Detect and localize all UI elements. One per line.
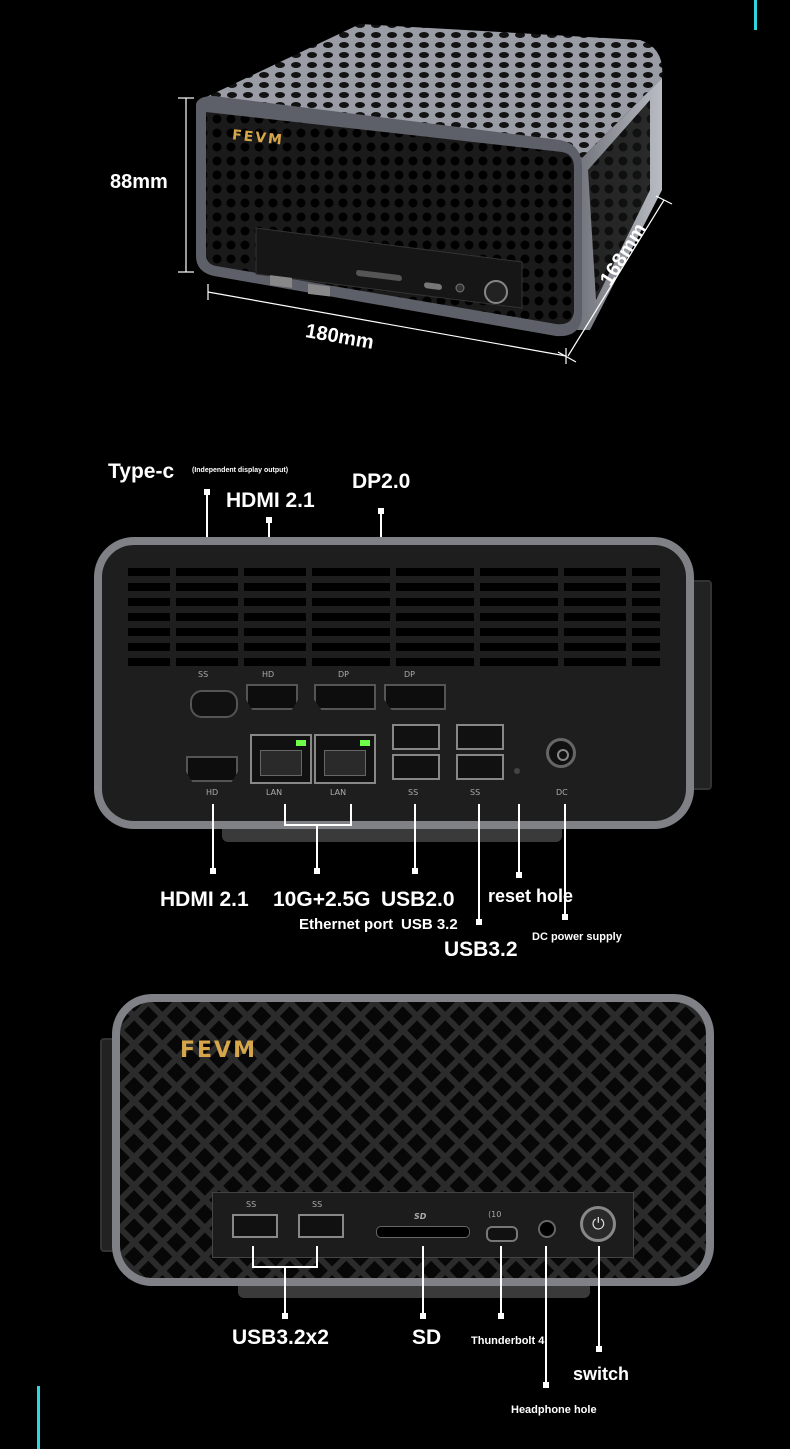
- port-lan-right: [314, 734, 376, 784]
- leader-dot-front-usb: [282, 1313, 288, 1319]
- front-port-usb-1: [232, 1214, 278, 1238]
- lan-led-right: [360, 740, 370, 746]
- front-port-usb-2: [298, 1214, 344, 1238]
- leader-line-front-headphone: [545, 1246, 547, 1384]
- front-port-label-usb-left: SS: [246, 1200, 257, 1209]
- port-dp-right: [384, 684, 446, 710]
- leader-dot-reset: [516, 872, 522, 878]
- port-label-lan-right: LAN: [330, 788, 347, 797]
- callout-type-c-note: (Independent display output): [192, 467, 289, 474]
- front-port-label-sd: SD: [414, 1212, 427, 1221]
- callout-dc: DC power supply: [532, 931, 622, 943]
- port-label-dp-left: DP: [338, 670, 349, 679]
- lan-jack-right: [324, 750, 366, 776]
- port-type-c: [190, 690, 238, 718]
- leader-dot-usb32: [476, 919, 482, 925]
- port-usb-a-2: [392, 754, 440, 780]
- leader-dot-dp: [378, 508, 384, 514]
- leader-dot-dc: [562, 914, 568, 920]
- callout-front-switch: switch: [573, 1364, 630, 1384]
- port-hdmi-bottom: [186, 756, 238, 782]
- product-3d-illustration: [178, 24, 673, 364]
- callout-hdmi-bottom: HDMI 2.1: [160, 888, 249, 911]
- port-dc-pin: [557, 749, 569, 761]
- port-lan-left: [250, 734, 312, 784]
- callout-front-thunderbolt: Thunderbolt 4: [471, 1335, 545, 1347]
- front-port-sd: [376, 1226, 470, 1238]
- leader-dot-lan: [314, 868, 320, 874]
- lan-jack-left: [260, 750, 302, 776]
- leader-dot-front-tb: [498, 1313, 504, 1319]
- leader-line-front-sd: [422, 1246, 424, 1314]
- callout-usb32: USB3.2: [444, 938, 518, 961]
- leader-bracket-lan-left: [284, 804, 286, 826]
- front-port-label-usb-right: SS: [312, 1200, 323, 1209]
- port-usb-a-1: [392, 724, 440, 750]
- leader-dot-front-sd: [420, 1313, 426, 1319]
- port-label-lan-left: LAN: [266, 788, 283, 797]
- leader-dot-hdmi-top: [266, 517, 272, 523]
- callout-lan: 10G+2.5G: [273, 888, 371, 911]
- leader-line-dc: [564, 804, 566, 918]
- lan-led-left: [296, 740, 306, 746]
- callout-reset: reset hole: [488, 886, 574, 906]
- leader-line-hdmi-bottom: [212, 804, 214, 870]
- port-label-dp-right: DP: [404, 670, 415, 679]
- callout-front-sd: SD: [412, 1326, 442, 1349]
- power-icon: ⏻: [592, 1214, 605, 1233]
- reset-hole: [514, 768, 520, 774]
- port-hdmi-top: [246, 684, 298, 710]
- leader-line-front-tb: [500, 1246, 502, 1314]
- rear-vent-grille: [128, 568, 660, 666]
- callout-lan-sub: Ethernet port: [299, 916, 394, 933]
- port-label-usb-left: SS: [408, 788, 419, 797]
- leader-dot-hdmi-bottom: [210, 868, 216, 874]
- port-usb-a-4: [456, 754, 504, 780]
- front-logo: FEVM: [180, 1038, 257, 1063]
- port-label-hdmi-bottom: HD: [206, 788, 219, 797]
- port-usb-a-3: [456, 724, 504, 750]
- callout-usb20-sub: USB 3.2: [401, 916, 458, 933]
- accent-line-bottom-left: [37, 1386, 40, 1449]
- leader-line-reset: [518, 804, 520, 874]
- leader-line-lan: [316, 824, 318, 870]
- callout-hdmi-top: HDMI 2.1: [226, 489, 315, 512]
- dimension-height: 88mm: [110, 171, 168, 193]
- leader-line-usb20: [414, 804, 416, 870]
- callout-type-c: Type-c: [108, 460, 175, 483]
- callout-usb20: USB2.0: [381, 888, 455, 911]
- front-port-thunderbolt: [486, 1226, 518, 1242]
- port-label-dc: DC: [556, 788, 568, 797]
- port-dp-left: [314, 684, 376, 710]
- leader-bracket-front-usb-right: [316, 1246, 318, 1268]
- leader-dot-usb20: [412, 868, 418, 874]
- front-port-label-tb: ⟨10: [488, 1210, 502, 1219]
- callout-front-headphone: Headphone hole: [511, 1404, 597, 1416]
- callout-dp: DP2.0: [352, 470, 411, 493]
- leader-line-front-usb: [284, 1266, 286, 1314]
- leader-dot-front-switch: [596, 1346, 602, 1352]
- port-label-type-c: SS: [198, 670, 209, 679]
- port-dc: [546, 738, 576, 768]
- callout-front-usb: USB3.2x2: [232, 1326, 329, 1349]
- leader-dot-front-headphone: [543, 1382, 549, 1388]
- leader-dot-type-c: [204, 489, 210, 495]
- leader-line-usb32: [478, 804, 480, 922]
- front-headphone-jack: [538, 1220, 556, 1238]
- port-label-hdmi-top: HD: [262, 670, 275, 679]
- accent-line-top-right: [754, 0, 757, 30]
- leader-line-front-switch: [598, 1246, 600, 1348]
- leader-bracket-front-usb-left: [252, 1246, 254, 1268]
- leader-bracket-lan: [284, 824, 352, 826]
- port-label-usb-right: SS: [470, 788, 481, 797]
- front-power-button[interactable]: ⏻: [580, 1206, 616, 1242]
- leader-bracket-lan-right: [350, 804, 352, 826]
